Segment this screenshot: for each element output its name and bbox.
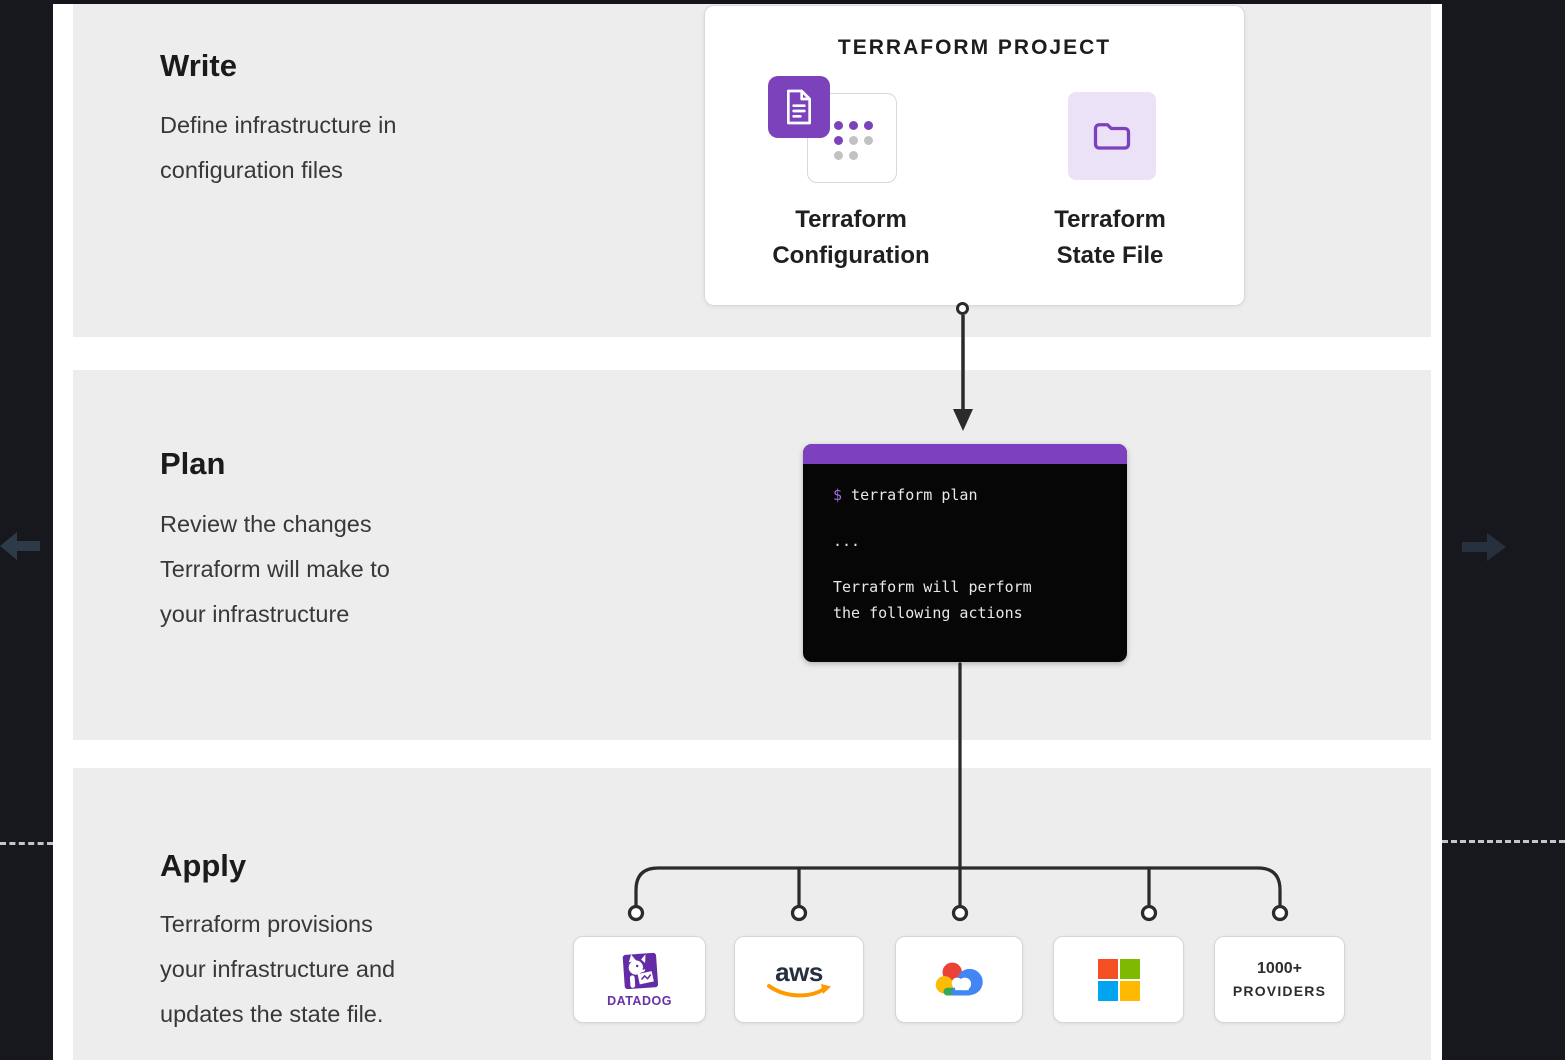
terraform-project-card: TERRAFORM PROJECT Terraform Configuratio… xyxy=(704,5,1245,306)
grid-dot xyxy=(864,136,873,145)
grid-dot xyxy=(849,151,858,160)
provider-card-more-providers: 1000+ PROVIDERS xyxy=(1214,936,1345,1023)
write-desc-line: Define infrastructure in xyxy=(160,112,397,138)
left-arrow-icon[interactable] xyxy=(0,528,40,564)
grid-dot xyxy=(849,121,858,130)
terminal-command-line: $ terraform plan xyxy=(833,486,978,504)
plan-desc-line: Review the changes xyxy=(160,511,372,537)
apply-desc-line: Terraform provisions xyxy=(160,911,373,937)
terminal-output-line: the following actions xyxy=(833,604,1023,622)
terraform-configuration-label: Terraform Configuration xyxy=(772,206,930,269)
providers-count-label: 1000+ xyxy=(1257,959,1302,977)
microsoft-square xyxy=(1119,980,1140,1001)
right-arrow-icon[interactable] xyxy=(1462,529,1506,565)
terminal-prompt: $ xyxy=(833,486,843,504)
right-dashed-guide xyxy=(1442,840,1565,843)
terraform-plan-terminal: $ terraform plan ... Terraform will perf… xyxy=(803,444,1127,662)
providers-word-label: PROVIDERS xyxy=(1232,982,1327,999)
down-arrow-connector xyxy=(953,315,973,431)
write-title: Write xyxy=(160,48,237,83)
aws-smile-icon xyxy=(767,983,831,997)
folder-icon xyxy=(1093,123,1131,150)
terminal-output-line: Terraform will perform xyxy=(833,578,1032,596)
write-desc-line: configuration files xyxy=(160,157,343,183)
microsoft-square xyxy=(1097,980,1118,1001)
terraform-state-file-label: Terraform State File xyxy=(1054,206,1166,269)
plan-desc-line: your infrastructure xyxy=(160,601,350,627)
project-card-title: TERRAFORM PROJECT xyxy=(837,36,1112,59)
datadog-wordmark: DATADOG xyxy=(607,994,672,1008)
connector-ring xyxy=(956,302,969,315)
google-cloud-logo xyxy=(935,962,983,995)
microsoft-square xyxy=(1097,958,1118,979)
grid-dot xyxy=(849,136,858,145)
aws-wordmark: aws xyxy=(775,956,823,987)
provider-card-datadog: DATADOG xyxy=(573,936,706,1023)
apply-desc-line: updates the state file. xyxy=(160,1001,384,1027)
datadog-logo xyxy=(622,952,658,990)
grid-dot xyxy=(834,151,843,160)
apply-desc-line: your infrastructure and xyxy=(160,956,396,982)
terraform-state-file-icon xyxy=(1068,92,1156,180)
grid-dot xyxy=(864,121,873,130)
left-dashed-guide xyxy=(0,842,53,845)
provider-branch-connector xyxy=(627,662,1289,922)
terminal-body: $ terraform plan ... Terraform will perf… xyxy=(803,464,1127,662)
grid-dot xyxy=(834,121,843,130)
terraform-configuration-icon xyxy=(768,76,830,138)
apply-title: Apply xyxy=(160,848,247,883)
grid-dot xyxy=(864,151,873,160)
plan-desc-line: Terraform will make to xyxy=(160,556,390,582)
right-side-panel xyxy=(1442,0,1565,1060)
provider-card-microsoft xyxy=(1053,936,1184,1023)
document-icon xyxy=(787,89,811,125)
plan-section-band xyxy=(73,370,1431,740)
provider-card-aws: aws xyxy=(734,936,864,1023)
microsoft-logo xyxy=(1097,958,1140,1001)
provider-card-google-cloud xyxy=(895,936,1023,1023)
microsoft-square xyxy=(1119,958,1140,979)
terminal-ellipsis: ... xyxy=(833,532,861,550)
dots-grid-icon xyxy=(834,121,873,160)
plan-title: Plan xyxy=(160,446,226,481)
terminal-command: terraform plan xyxy=(842,486,978,504)
grid-dot xyxy=(834,136,843,145)
top-edge-strip xyxy=(0,0,1565,4)
terminal-title-bar xyxy=(803,444,1127,464)
left-side-panel xyxy=(0,0,53,1060)
